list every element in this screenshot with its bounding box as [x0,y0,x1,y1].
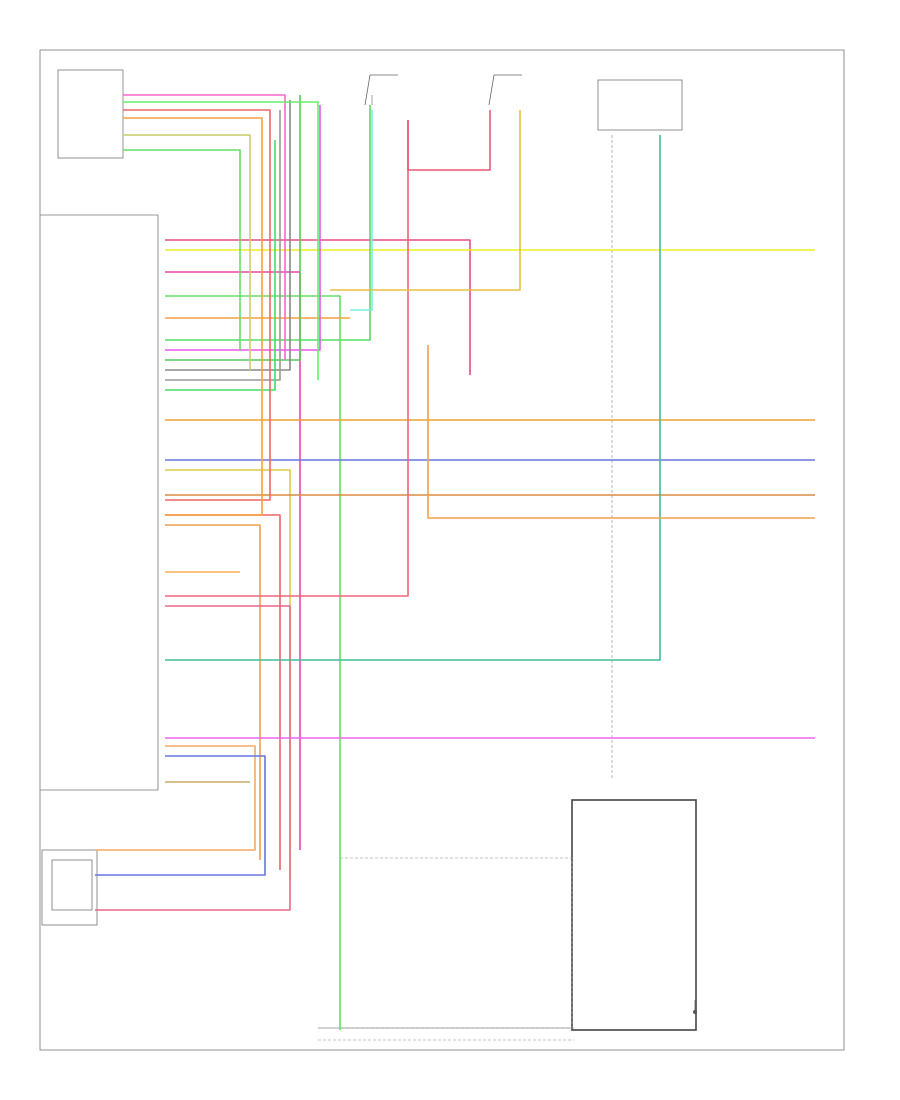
main-module [40,214,159,791]
top-component-1 [364,74,398,106]
ground-symbol [693,1000,697,1014]
connector-wire [123,94,286,360]
module-input-wire [165,110,281,381]
module-input-wire [165,105,321,351]
connector-wire [123,109,271,501]
connector-wire [123,117,263,516]
wires [95,94,815,1030]
module-lower-wire [95,755,266,876]
module-input-wire [165,140,276,391]
module-input-wire [165,239,471,375]
top-component-2 [488,74,522,106]
module-input-wire [165,100,291,371]
component-link-wire [407,110,491,171]
component-link-wire [330,110,521,291]
connector-wire [123,134,251,370]
component-link-wire [350,110,373,311]
top-left-connector [57,69,124,159]
diagram-border [39,49,845,1051]
connector-wire [123,101,319,380]
top-component-3 [597,79,683,131]
module-input-wire [165,469,291,880]
module-input-wire [165,295,341,1030]
bottom-right-component [318,799,697,1041]
module-input-wire [165,105,371,341]
bottom-left-component [41,849,98,926]
component-link-wire [427,345,815,519]
module-lower-wire [165,120,409,597]
connector-wire [123,149,241,350]
module-input-wire [165,514,281,870]
module-lower-wire [95,745,256,851]
module-lower-wire [165,135,661,661]
module-lower-wire [95,605,291,911]
module-input-wire [165,524,261,860]
module-input-wire [165,95,301,361]
